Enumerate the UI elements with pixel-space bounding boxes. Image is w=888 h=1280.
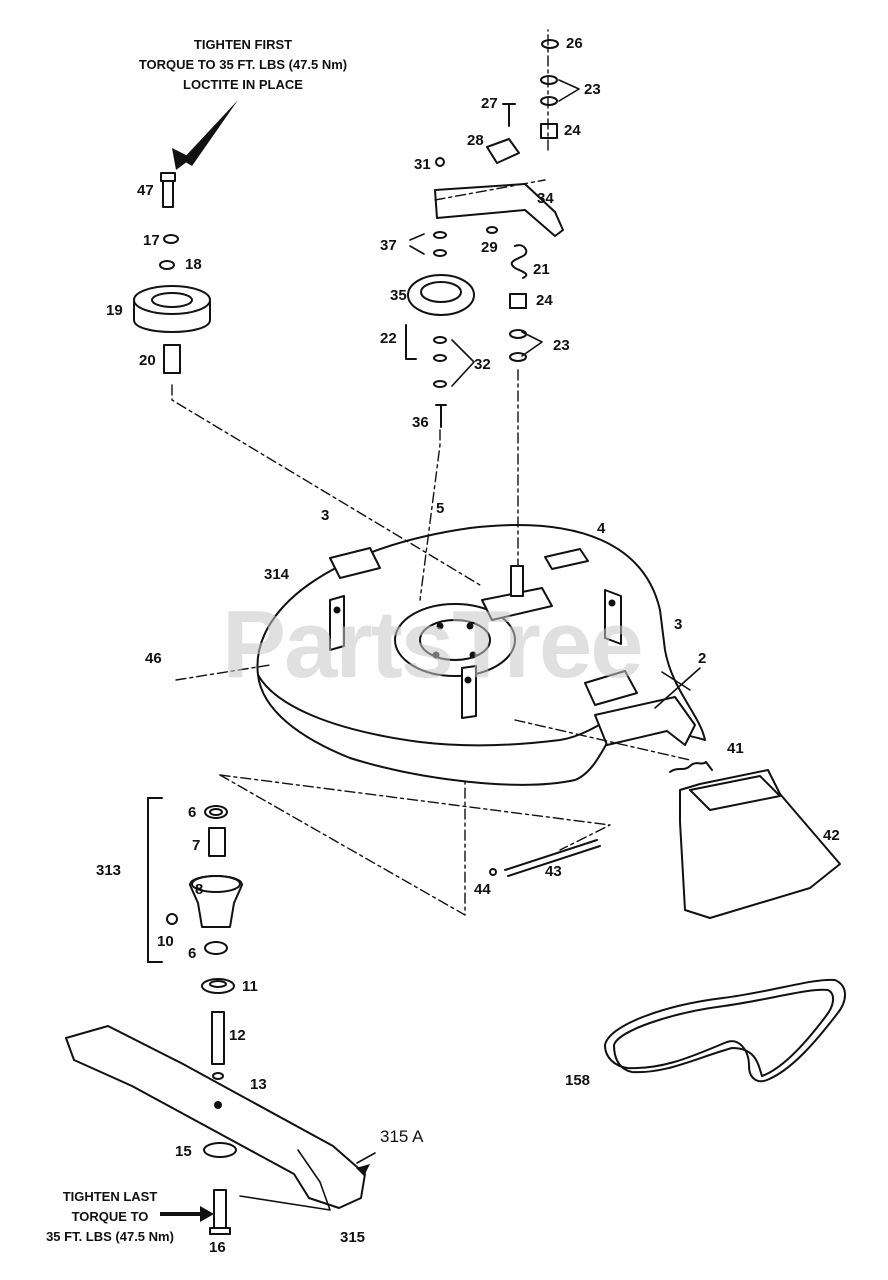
callout-46: 46 [145,650,162,667]
leader-lines [239,79,701,1211]
note-first-line-3: LOCTITE IN PLACE [183,77,303,92]
spindle-assembly [147,797,243,1080]
callout-29: 29 [481,239,498,256]
callout-34: 34 [537,190,554,207]
callout-22: 22 [380,330,397,347]
callout-13: 13 [250,1076,267,1093]
drive-pulley-stack [133,172,211,374]
callout-23-upper: 23 [584,81,601,98]
callout-315a: 315 A [380,1127,424,1146]
callout-6-upper: 6 [188,804,197,821]
callout-32: 32 [474,356,491,373]
callout-314: 314 [264,566,290,583]
callout-37: 37 [380,237,397,254]
callout-36: 36 [412,414,429,431]
arrow-heads [160,100,370,1222]
callout-3-left: 3 [321,507,330,524]
callout-10: 10 [157,933,174,950]
callout-7: 7 [192,837,201,854]
callout-43: 43 [545,863,562,880]
note-last-line-3: 35 FT. LBS (47.5 Nm) [46,1229,174,1244]
discharge-deflector [489,761,841,919]
callout-42: 42 [823,827,840,844]
deck-baffles [329,589,622,719]
decals [329,547,638,706]
callout-31: 31 [414,156,431,173]
callout-28: 28 [467,132,484,149]
assembly-lines [171,29,691,916]
callout-5: 5 [436,500,445,517]
callout-23-lower: 23 [553,337,570,354]
callout-313: 313 [96,862,122,879]
callout-35: 35 [390,287,407,304]
callout-158: 158 [565,1072,591,1089]
callout-3-right: 3 [674,616,683,633]
callout-26: 26 [566,35,583,52]
watermark: PartsTree [222,591,644,698]
belt [604,978,846,1083]
callout-12: 12 [229,1027,246,1044]
callout-41: 41 [727,740,744,757]
torque-note-last: TIGHTEN LAST TORQUE TO 35 FT. LBS (47.5 … [20,1187,200,1247]
callout-27: 27 [481,95,498,112]
mower-deck [256,524,706,786]
callout-24-upper: 24 [564,122,581,139]
callout-315: 315 [340,1229,366,1246]
callout-44: 44 [474,881,491,898]
callout-8: 8 [195,881,204,898]
note-first-line-2: TORQUE TO 35 FT. LBS (47.5 Nm) [138,57,348,72]
deflector-bracket [481,565,696,746]
callout-15: 15 [175,1143,192,1160]
callout-18: 18 [185,256,202,273]
callout-24-lower: 24 [536,292,553,309]
blade [65,1025,366,1235]
note-last-line-2: TORQUE TO [71,1209,149,1224]
callout-47: 47 [137,182,154,199]
callout-6-lower: 6 [188,945,197,962]
torque-note-first: TIGHTEN FIRST TORQUE TO 35 FT. LBS (47.5… [118,35,368,95]
callout-4: 4 [597,520,606,537]
callout-21: 21 [533,261,550,278]
idler-assembly [405,39,564,428]
callout-11: 11 [242,978,258,995]
callout-17: 17 [143,232,160,249]
callout-20: 20 [139,352,156,369]
callout-16: 16 [209,1239,226,1256]
callout-2: 2 [698,650,707,667]
note-last-line-1: TIGHTEN LAST [62,1189,158,1204]
callout-19: 19 [106,302,123,319]
note-first-line-1: TIGHTEN FIRST [193,37,293,52]
